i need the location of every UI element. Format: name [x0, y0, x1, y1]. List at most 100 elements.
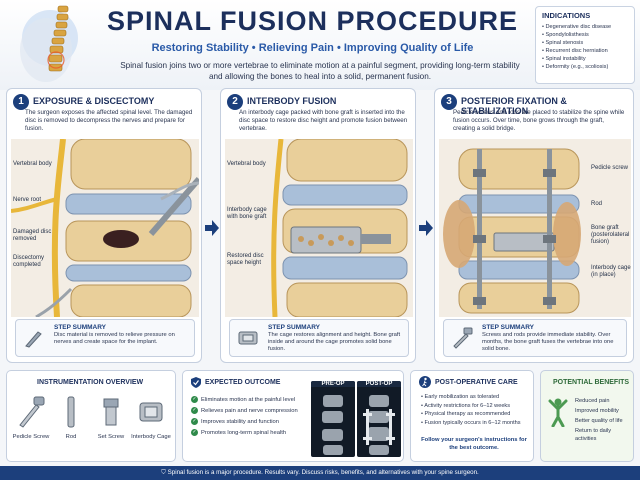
instrument-label: Interbody Cage: [131, 434, 171, 440]
set-screw-icon: [103, 398, 119, 426]
page-subtitle: Restoring Stability • Relieving Pain • I…: [151, 42, 474, 54]
indication-item: Degenerative disc disease: [542, 23, 628, 31]
spine-xray-image: [322, 395, 343, 455]
callout-label: Bone graft (posterolateral fusion): [591, 225, 630, 245]
person-walking-icon: [419, 376, 431, 388]
callout-label: Vertebral body: [227, 161, 266, 167]
instrumentation-title: INSTRUMENTATION OVERVIEW: [37, 379, 144, 386]
care-item: Activity restrictions for 6–12 weeks: [421, 402, 531, 411]
summary-text: Disc material is removed to relieve pres…: [54, 332, 175, 345]
callout-label: Rod: [591, 201, 603, 207]
cage-icon: [238, 331, 258, 345]
summary-title: STEP SUMMARY: [268, 324, 321, 331]
header: SPINAL FUSION PROCEDURE Restoring Stabil…: [0, 0, 640, 90]
indication-item: Spinal stenosis: [542, 39, 628, 47]
pre-op-xray: PRE-OP: [311, 381, 355, 457]
check-icon: ✓: [191, 428, 198, 436]
step-number: 1: [13, 94, 29, 110]
summary-title: STEP SUMMARY: [54, 324, 107, 331]
step-description: Pedicle screws and rods are placed to st…: [453, 109, 625, 132]
step-title: INTERBODY FUSION: [247, 96, 337, 106]
scalpel-icon: [25, 331, 42, 348]
care-item: Early mobilization as tolerated: [421, 393, 531, 402]
outcome-item: ✓Relieves pain and nerve compression: [191, 406, 298, 414]
indication-item: Spinal instability: [542, 55, 628, 63]
summary-title: STEP SUMMARY: [482, 324, 535, 331]
step-2-panel: 2 INTERBODY FUSION An interbody cage pac…: [220, 88, 416, 363]
callout-label: Damaged disc removed: [13, 229, 52, 242]
footer-text: Spinal fusion is a major procedure. Resu…: [167, 469, 479, 476]
indication-item: Spondylolisthesis: [542, 31, 628, 39]
spine-illustration-icon: [20, 5, 78, 82]
check-icon: ✓: [191, 395, 198, 403]
pre-op-label: PRE-OP: [311, 381, 355, 387]
step-title: EXPOSURE & DISCECTOMY: [33, 96, 155, 106]
arrow-right-icon: [205, 220, 219, 236]
post-op-xray: POST-OP: [357, 381, 401, 457]
instrument-item: Pedicle Screw: [11, 395, 51, 459]
callout-label: Interbody cage with bone graft: [227, 207, 267, 220]
instrument-item: Rod: [51, 395, 91, 459]
shield-icon: ⛉: [161, 469, 168, 476]
post-op-label: POST-OP: [357, 381, 401, 387]
outcome-item: ✓Promotes long-term spinal health: [191, 428, 287, 436]
summary-text: Screws and rods provide immediate stabil…: [482, 332, 614, 352]
instrument-item: Set Screw: [91, 395, 131, 459]
step-title: POSTERIOR FIXATION & STABILIZATION: [461, 96, 567, 116]
callout-label: Discectomy completed: [13, 255, 45, 268]
instrument-label: Set Screw: [97, 434, 125, 440]
interbody-fusion-illustration: [225, 139, 413, 317]
check-icon: ✓: [191, 417, 198, 425]
step-description: The surgeon exposes the affected spinal …: [25, 109, 193, 132]
expected-outcome-box: EXPECTED OUTCOME ✓Eliminates motion at t…: [182, 370, 404, 462]
benefit-item: Better quality of life: [575, 418, 623, 424]
step-summary: STEP SUMMARY The cage restores alignment…: [229, 319, 409, 357]
intro-text: Spinal fusion joins two or more vertebra…: [120, 61, 520, 81]
page-title: SPINAL FUSION PROCEDURE: [106, 6, 519, 36]
rod-icon: [67, 396, 75, 428]
arrow-right-icon: [419, 220, 433, 236]
benefits-box: POTENTIAL BENEFITS Reduced pain Improved…: [540, 370, 634, 462]
person-raised-arms-icon: [548, 398, 568, 427]
step-3-panel: 3 POSTERIOR FIXATION & STABILIZATION Ped…: [434, 88, 634, 363]
instrumentation-box: INSTRUMENTATION OVERVIEW Pedicle Screw R…: [6, 370, 176, 462]
check-icon: ✓: [191, 406, 198, 414]
care-item: Fusion typically occurs in 6–12 months: [421, 419, 531, 428]
callout-label: Pedicle screw: [591, 165, 629, 171]
step-summary: STEP SUMMARY Disc material is removed to…: [15, 319, 195, 357]
spine-xray-fused-image: [363, 395, 395, 455]
post-op-care-box: POST-OPERATIVE CARE Early mobilization a…: [410, 370, 534, 462]
care-title: POST-OPERATIVE CARE: [435, 379, 518, 386]
callout-label: Nerve root: [13, 197, 42, 203]
benefit-item: Reduced pain: [575, 398, 610, 404]
pedicle-screw-icon: [19, 396, 45, 428]
instrument-label: Rod: [65, 434, 77, 440]
step-number: 2: [227, 94, 243, 110]
benefit-item: Return to daily activities: [575, 428, 612, 442]
discectomy-illustration: [11, 139, 199, 317]
step-number: 3: [441, 94, 457, 110]
care-item: Physical therapy as recommended: [421, 410, 531, 419]
summary-text: The cage restores alignment and height. …: [268, 332, 401, 352]
callout-label: Vertebral body: [13, 161, 52, 167]
callout-label: Restored disc space height: [227, 253, 264, 266]
instrument-label: Pedicle Screw: [12, 434, 50, 440]
indications-box: INDICATIONS Degenerative disc disease Sp…: [535, 6, 635, 84]
step-summary: STEP SUMMARY Screws and rods provide imm…: [443, 319, 627, 357]
footer-disclaimer: ⛉ Spinal fusion is a major procedure. Re…: [0, 466, 640, 480]
outcome-item: ✓Improves stability and function: [191, 417, 279, 425]
outcome-title: EXPECTED OUTCOME: [205, 379, 281, 386]
step-description: An interbody cage packed with bone graft…: [239, 109, 408, 132]
outcome-item: ✓Eliminates motion at the painful level: [191, 395, 296, 403]
care-note: Follow your surgeon's instructions for t…: [421, 437, 527, 451]
indications-title: INDICATIONS: [542, 11, 591, 20]
callout-label: Interbody cage (in place): [591, 265, 631, 278]
posterior-fixation-illustration: [439, 139, 631, 317]
shield-check-icon: [191, 377, 201, 388]
indication-item: Deformity (e.g., scoliosis): [542, 63, 628, 71]
benefits-title: POTENTIAL BENEFITS: [553, 379, 630, 386]
step-1-panel: 1 EXPOSURE & DISCECTOMY The surgeon expo…: [6, 88, 202, 363]
interbody-cage-icon: [139, 402, 163, 422]
benefit-item: Improved mobility: [575, 408, 619, 414]
instrument-item: Interbody Cage: [131, 395, 171, 459]
